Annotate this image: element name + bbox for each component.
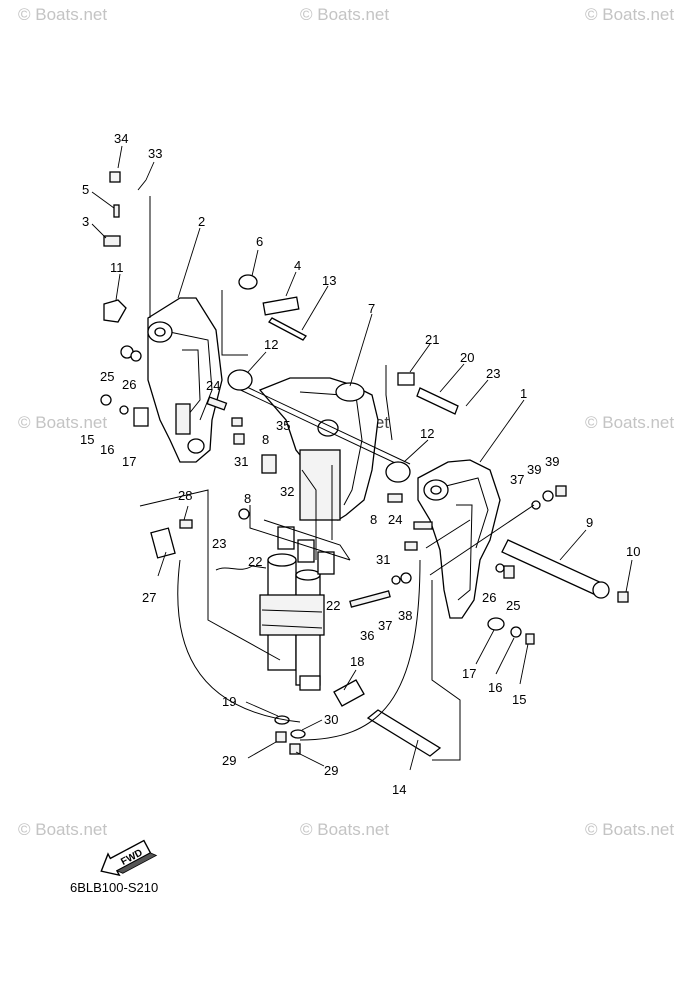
watermark: © Boats.net <box>18 820 107 839</box>
callout-9: 9 <box>586 515 593 530</box>
callout-39: 39 <box>545 454 559 469</box>
callout-30: 30 <box>324 712 338 727</box>
callout-1: 1 <box>520 386 527 401</box>
callout-31: 31 <box>234 454 248 469</box>
callout-11: 11 <box>110 260 124 275</box>
callout-13: 13 <box>322 273 336 288</box>
callout-22: 22 <box>326 598 340 613</box>
callout-19: 19 <box>222 694 236 709</box>
callout-38: 38 <box>398 608 412 623</box>
watermark: © Boats.net <box>585 413 674 432</box>
watermark: © Boats.net <box>585 820 674 839</box>
callout-26: 26 <box>122 377 136 392</box>
callout-15: 15 <box>80 432 94 447</box>
callout-2: 2 <box>198 214 205 229</box>
right-clamp-bracket <box>417 459 501 619</box>
callout-12: 12 <box>264 337 278 352</box>
trim-tilt-unit <box>215 553 325 691</box>
callout-7: 7 <box>368 301 375 316</box>
callout-39: 39 <box>527 462 541 477</box>
callout-32: 32 <box>280 484 294 499</box>
callout-20: 20 <box>460 350 474 365</box>
watermark: © Boats.net <box>585 5 674 24</box>
watermark: © Boats.net <box>300 5 389 24</box>
watermark: © Boats.net <box>300 820 389 839</box>
hardware <box>100 171 629 755</box>
callout-17: 17 <box>122 454 136 469</box>
callout-37: 37 <box>378 618 392 633</box>
callout-10: 10 <box>626 544 640 559</box>
diagram-code: 6BLB100-S210 <box>70 880 158 895</box>
callout-8: 8 <box>244 491 251 506</box>
callout-28: 28 <box>178 488 192 503</box>
forward-direction-arrow: FWD <box>100 839 158 877</box>
callout-25: 25 <box>506 598 520 613</box>
callout-36: 36 <box>360 628 374 643</box>
watermark: © Boats.net <box>18 413 107 432</box>
callout-23: 23 <box>486 366 500 381</box>
callout-31: 31 <box>376 552 390 567</box>
callout-27: 27 <box>142 590 156 605</box>
callout-4: 4 <box>294 258 301 273</box>
watermarks: © Boats.net © Boats.net © Boats.net © Bo… <box>18 5 674 839</box>
callout-37: 37 <box>510 472 524 487</box>
callout-6: 6 <box>256 234 263 249</box>
callout-29: 29 <box>222 753 236 768</box>
callout-29: 29 <box>324 763 338 778</box>
callout-34: 34 <box>114 131 128 146</box>
swivel-bracket <box>258 377 379 521</box>
callout-24: 24 <box>388 512 402 527</box>
callout-3: 3 <box>82 214 89 229</box>
callout-24: 24 <box>206 378 220 393</box>
callout-26: 26 <box>482 590 496 605</box>
left-clamp-bracket <box>147 297 223 463</box>
callout-8: 8 <box>262 432 269 447</box>
callout-33: 33 <box>148 146 162 161</box>
callout-17: 17 <box>462 666 476 681</box>
callout-14: 14 <box>392 782 406 797</box>
callout-16: 16 <box>100 442 114 457</box>
watermark: © Boats.net <box>18 5 107 24</box>
shafts-and-pins <box>231 296 610 757</box>
callout-labels: 34 33 5 3 2 6 4 11 13 7 12 25 26 24 21 2… <box>80 131 640 797</box>
callout-8: 8 <box>370 512 377 527</box>
callout-5: 5 <box>82 182 89 197</box>
callout-23: 23 <box>212 536 226 551</box>
callout-35: 35 <box>276 418 290 433</box>
callout-16: 16 <box>488 680 502 695</box>
callout-18: 18 <box>350 654 364 669</box>
callout-25: 25 <box>100 369 114 384</box>
leader-lines <box>91 145 633 771</box>
callout-21: 21 <box>425 332 439 347</box>
callout-12: 12 <box>420 426 434 441</box>
callout-22: 22 <box>248 554 262 569</box>
nut-34 <box>109 171 121 183</box>
callout-15: 15 <box>512 692 526 707</box>
